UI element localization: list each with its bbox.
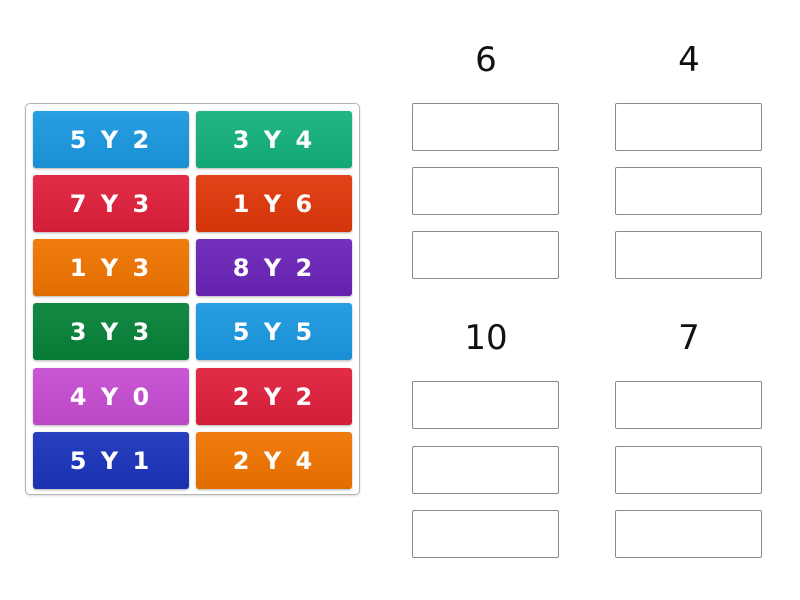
drop-slot-4-2[interactable] (615, 167, 762, 215)
group-heading-10: 10 (464, 318, 508, 358)
group-heading-6: 6 (475, 40, 497, 80)
drop-slot-10-3[interactable] (412, 510, 559, 558)
tile-1y6[interactable]: 1 Y 6 (196, 175, 352, 232)
tile-5y5[interactable]: 5 Y 5 (196, 303, 352, 360)
tile-8y2[interactable]: 8 Y 2 (196, 239, 352, 296)
tile-bank (25, 103, 360, 495)
tile-4y0[interactable]: 4 Y 0 (33, 368, 189, 425)
group-heading-4: 4 (678, 40, 700, 80)
drop-slot-7-2[interactable] (615, 446, 762, 494)
tile-1y3[interactable]: 1 Y 3 (33, 239, 189, 296)
drop-slot-4-3[interactable] (615, 231, 762, 279)
tile-2y4[interactable]: 2 Y 4 (196, 432, 352, 489)
drop-slot-6-2[interactable] (412, 167, 559, 215)
drop-slot-7-3[interactable] (615, 510, 762, 558)
drop-slot-10-1[interactable] (412, 381, 559, 429)
drop-slot-10-2[interactable] (412, 446, 559, 494)
group-heading-7: 7 (678, 318, 700, 358)
drop-slot-7-1[interactable] (615, 381, 762, 429)
tile-7y3[interactable]: 7 Y 3 (33, 175, 189, 232)
tile-5y2[interactable]: 5 Y 2 (33, 111, 189, 168)
drop-slot-6-1[interactable] (412, 103, 559, 151)
tile-3y3[interactable]: 3 Y 3 (33, 303, 189, 360)
drop-slot-6-3[interactable] (412, 231, 559, 279)
tile-5y1[interactable]: 5 Y 1 (33, 432, 189, 489)
tile-2y2[interactable]: 2 Y 2 (196, 368, 352, 425)
tile-3y4[interactable]: 3 Y 4 (196, 111, 352, 168)
drop-slot-4-1[interactable] (615, 103, 762, 151)
